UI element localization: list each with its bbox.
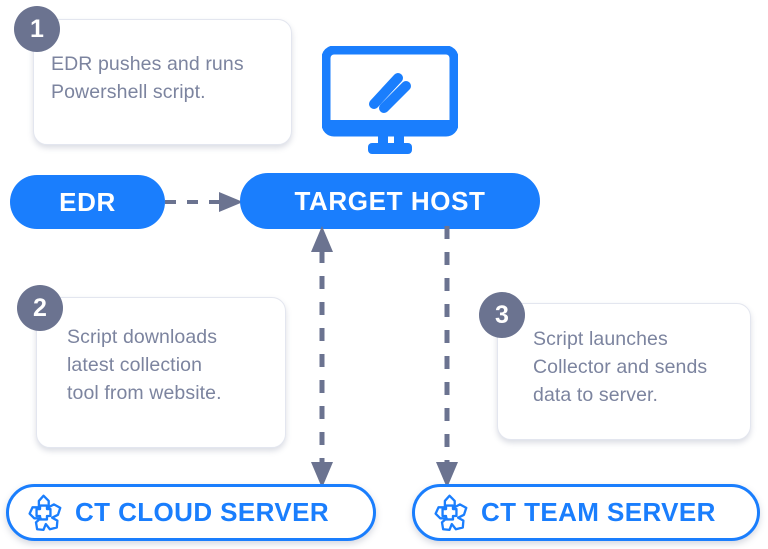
ct-logo-icon <box>434 494 468 531</box>
step-3-badge: 3 <box>479 292 525 338</box>
node-target-host-label: TARGET HOST <box>294 185 486 216</box>
step-2-text: Script downloads latest collection tool … <box>67 326 222 404</box>
step-3-text: Script launches Collector and sends data… <box>533 328 708 406</box>
node-ct-cloud-server[interactable]: CT CLOUD SERVER <box>6 484 376 541</box>
node-ct-team-server[interactable]: CT TEAM SERVER <box>412 484 760 541</box>
step-1-text: EDR pushes and runs Powershell script. <box>51 53 244 103</box>
step-1-card: EDR pushes and runs Powershell script. <box>33 19 292 145</box>
step-2-badge: 2 <box>17 285 63 331</box>
node-edr[interactable]: EDR <box>10 175 165 229</box>
connector-target-to-cloud-server <box>311 226 333 488</box>
step-3-card: Script launches Collector and sends data… <box>497 303 751 440</box>
node-ct-team-server-label: CT TEAM SERVER <box>481 497 716 527</box>
step-2-card: Script downloads latest collection tool … <box>36 297 286 448</box>
connector-edr-to-target <box>165 192 243 212</box>
monitor-icon <box>322 46 458 154</box>
node-target-host[interactable]: TARGET HOST <box>240 173 540 229</box>
node-ct-cloud-server-label: CT CLOUD SERVER <box>75 497 329 527</box>
node-edr-label: EDR <box>59 186 116 217</box>
ct-logo-icon <box>28 494 62 531</box>
step-1-badge: 1 <box>14 6 60 52</box>
connector-target-to-team-server <box>436 226 458 488</box>
